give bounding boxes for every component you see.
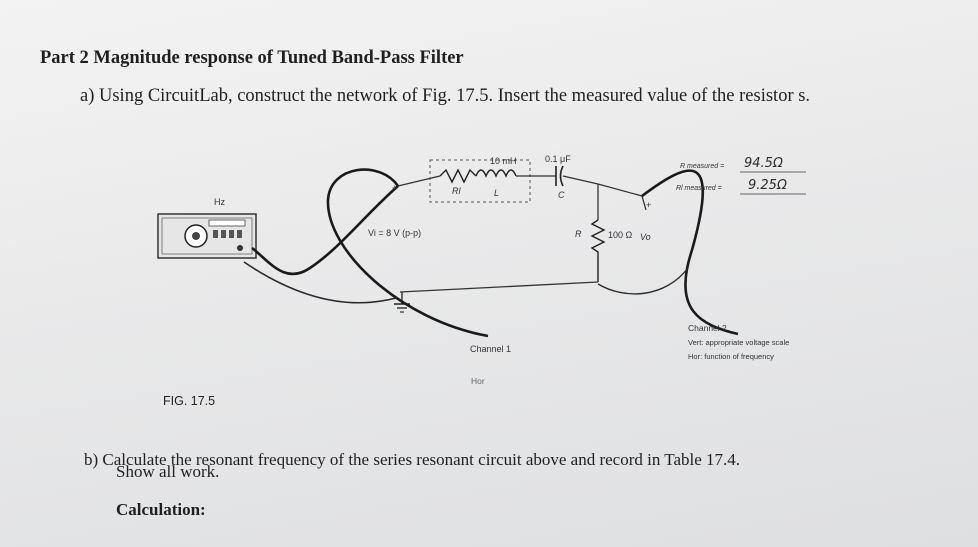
capacitor-symbol-label: C (558, 190, 565, 200)
question-b-line1: b) Calculate the resonant frequency of t… (84, 450, 741, 469)
part-heading: Part 2 Magnitude response of Tuned Band-… (40, 48, 464, 68)
generator-cable (251, 185, 399, 276)
output-voltage-label: Vo (640, 232, 651, 242)
svg-text:+: + (646, 200, 651, 210)
resistor-r-symbol (590, 219, 606, 282)
channel1-hor-label: Hor (471, 376, 485, 386)
function-generator (157, 213, 257, 259)
inductor-value: 10 mH (490, 156, 517, 166)
svg-text:+: + (392, 183, 397, 193)
channel2-cable (641, 169, 739, 336)
channel2-vert-label: Vert: appropriate voltage scale (688, 338, 790, 347)
resistor-r-label: R (575, 229, 582, 239)
channel1-label: Channel 1 (470, 344, 512, 354)
rl-measured-value: 9.25Ω (748, 178, 787, 193)
resistor-rl-label: Rl (452, 186, 461, 196)
inductor-symbol-label: L (494, 188, 500, 198)
r-measured-label: R measured = (680, 163, 725, 170)
source-voltage-label: Vi = 8 V (p-p) (368, 228, 422, 238)
channel2-hor-label: Hor: function of frequency (688, 352, 774, 361)
inductor-symbol (475, 169, 517, 178)
calculation-label: Calculation: (116, 500, 206, 519)
generator-label: Hz (214, 197, 225, 207)
figure-caption: FIG. 17.5 (163, 394, 216, 408)
question-b-line2: Show all work. (116, 462, 220, 481)
capacitor-value: 0.1 μF (545, 154, 571, 164)
channel2-label: Channel 2 (688, 323, 727, 333)
inductor-box (429, 159, 531, 203)
rl-measured-label: Rl measured = (676, 185, 722, 192)
channel1-cable (326, 168, 489, 338)
question-a: a) Using CircuitLab, construct the netwo… (80, 86, 811, 106)
capacitor-symbol (555, 165, 564, 187)
ground-cable (243, 261, 397, 304)
resistor-r-value: 100 Ω (608, 230, 633, 240)
r-measured-value: 94.5Ω (744, 156, 783, 171)
resistor-rl-symbol (439, 168, 477, 184)
